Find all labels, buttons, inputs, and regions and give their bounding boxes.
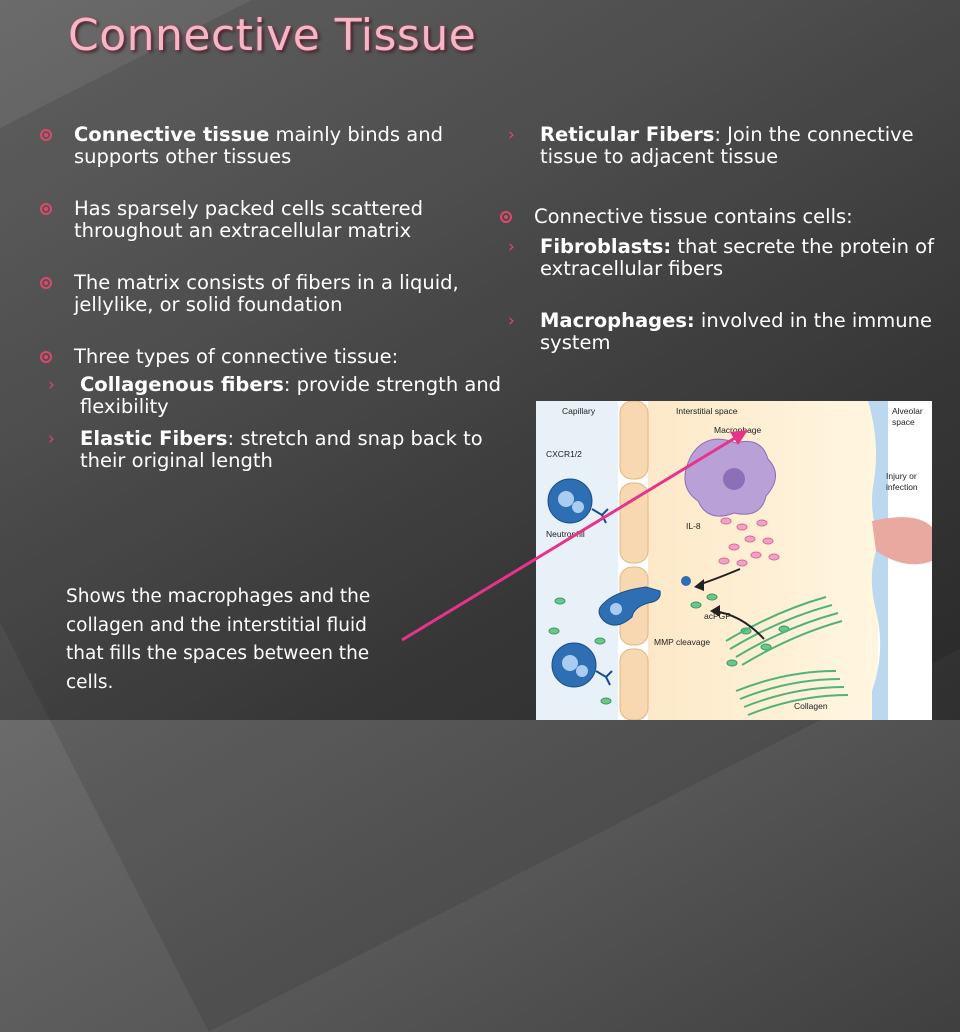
capillary-wall: [619, 400, 649, 721]
bullet-text: Connective tissue contains cells:: [534, 205, 853, 228]
chevron-right-icon: ›: [508, 311, 515, 331]
label-macrophage: Macrophage: [714, 425, 762, 435]
bullet-text: Has sparsely packed cells scattered thro…: [74, 197, 424, 242]
bullet-connective-tissue: Connective tissue mainly binds and suppo…: [40, 124, 510, 168]
slide-title: Connective Tissue: [68, 10, 477, 61]
left-column: Connective tissue mainly binds and suppo…: [40, 124, 510, 502]
label-injury: Injury or: [886, 471, 917, 481]
bullet-target-icon: [500, 211, 512, 223]
sub-elastic: › Elastic Fibers: stretch and snap back …: [40, 428, 510, 472]
sub-text: involved in the immune system: [540, 309, 933, 354]
tissue-diagram: Capillary Interstitial space Alveolar sp…: [536, 400, 932, 721]
bullet-bold: Connective tissue: [74, 123, 270, 146]
sub-bold: Macrophages:: [540, 309, 695, 332]
collagen-fibers: [725, 596, 849, 716]
macrophage-nucleus: [723, 468, 745, 490]
bullet-text: mainly binds and supports other tissues: [74, 123, 443, 168]
label-alveolar-space: space: [892, 417, 915, 427]
sub-bold: Reticular Fibers: [540, 123, 715, 146]
bullet-sparse-cells: Has sparsely packed cells scattered thro…: [40, 198, 510, 242]
sub-bold: Elastic Fibers: [80, 427, 228, 450]
bullet-matrix: The matrix consists of fibers in a liqui…: [40, 272, 510, 316]
right-column: › Reticular Fibers: Join the connective …: [500, 124, 950, 354]
neutrophil-bottom: [551, 642, 613, 688]
alveolar-wall: [868, 401, 888, 720]
chevron-right-icon: ›: [48, 429, 55, 449]
label-interstitial: Interstitial space: [676, 406, 738, 416]
sub-collagenous: › Collagenous fibers: provide strength a…: [40, 374, 510, 418]
bullet-contains-cells: Connective tissue contains cells: › Fibr…: [500, 206, 950, 354]
sub-fibroblasts: › Fibroblasts: that secrete the protein …: [500, 236, 950, 280]
bullet-target-icon: [40, 129, 52, 141]
label-alveolar: Alveolar: [892, 406, 923, 416]
bullet-text: The matrix consists of fibers in a liqui…: [74, 271, 459, 316]
label-capillary: Capillary: [562, 406, 596, 416]
sub-text: : Join the connective tissue to adjacent…: [540, 123, 914, 168]
sub-text: that secrete the protein of extracellula…: [540, 235, 934, 280]
bullet-target-icon: [40, 277, 52, 289]
label-infection: infection: [886, 482, 918, 492]
bullet-target-icon: [40, 351, 52, 363]
chevron-right-icon: ›: [48, 375, 55, 395]
label-acpgp: acPGP: [704, 611, 731, 621]
chevron-right-icon: ›: [508, 237, 515, 257]
sub-bold: Collagenous fibers: [80, 373, 284, 396]
figure-caption: Shows the macrophages and the collagen a…: [66, 586, 371, 693]
chevron-right-icon: ›: [508, 125, 515, 145]
sub-bold: Fibroblasts:: [540, 235, 672, 258]
label-il8: IL-8: [686, 521, 701, 531]
bullet-target-icon: [40, 203, 52, 215]
label-neutrophil: Neutrophil: [546, 529, 585, 539]
injured-cell: [872, 517, 932, 565]
label-mmp: MMP cleavage: [654, 637, 710, 647]
sub-macrophages: › Macrophages: involved in the immune sy…: [500, 310, 950, 354]
tissue-illustration: Capillary Interstitial space Alveolar sp…: [536, 400, 932, 721]
sub-reticular: › Reticular Fibers: Join the connective …: [500, 124, 950, 168]
bullet-three-types: Three types of connective tissue: › Coll…: [40, 346, 510, 472]
label-collagen: Collagen: [794, 701, 828, 711]
bullet-text: Three types of connective tissue:: [74, 345, 399, 368]
sub-text: : provide strength and flexibility: [80, 373, 502, 418]
label-cxcr: CXCR1/2: [546, 449, 582, 459]
